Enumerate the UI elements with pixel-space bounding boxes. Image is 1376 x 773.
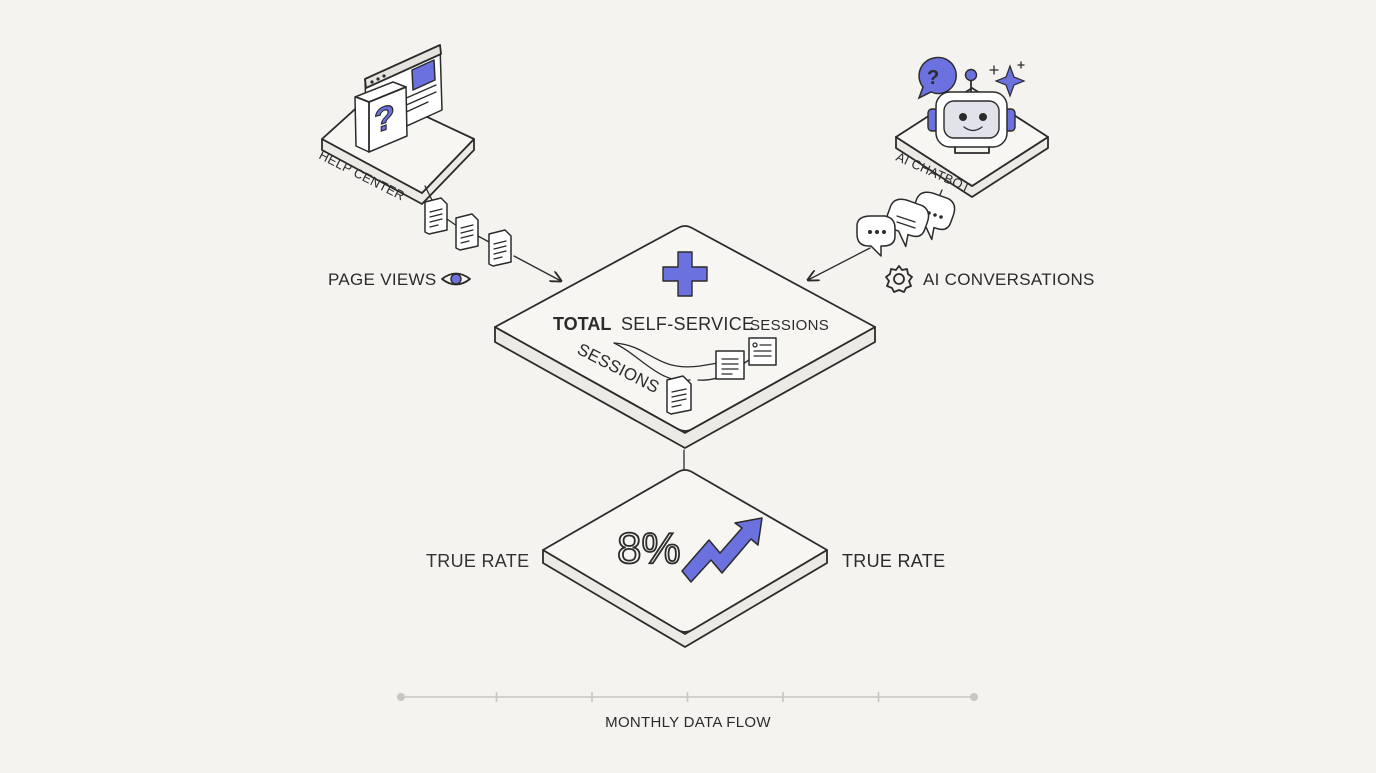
help-center-node: ? HELP CENTER xyxy=(317,44,561,281)
eye-icon xyxy=(441,272,471,286)
true-rate-label-left: TRUE RATE xyxy=(426,551,529,571)
help-book-icon: ? xyxy=(354,44,443,153)
true-rate-platform xyxy=(542,469,828,648)
timeline-label: MONTHLY DATA FLOW xyxy=(605,714,771,731)
total-title-rest: SELF-SERVICE xyxy=(621,314,754,334)
document-icon xyxy=(666,375,692,415)
document-icon xyxy=(455,213,479,251)
document-icon xyxy=(424,197,448,235)
ai-chatbot-node: ? AI CHATBOT xyxy=(808,56,1049,280)
page-views-arrow xyxy=(513,255,561,281)
document-icon xyxy=(488,229,512,267)
total-title-suffix: SESSIONS xyxy=(750,317,829,334)
chat-bubble-icon xyxy=(856,215,896,257)
ai-conversations-label: AI CONVERSATIONS xyxy=(923,270,1095,289)
plus-icon xyxy=(662,251,708,297)
document-icon xyxy=(748,337,777,366)
sparkle-icon xyxy=(989,61,1026,98)
question-bubble-icon: ? xyxy=(917,56,957,100)
timeline-ticks xyxy=(495,692,880,702)
page-views-label: PAGE VIEWS xyxy=(328,270,437,289)
trend-up-arrow-icon xyxy=(681,517,763,583)
total-sessions-platform xyxy=(494,225,876,449)
total-title-bold: TOTAL xyxy=(553,314,611,334)
ai-conversations-arrow xyxy=(808,247,871,280)
document-icon xyxy=(715,350,745,380)
svg-text:?: ? xyxy=(927,67,939,89)
true-rate-label-right: TRUE RATE xyxy=(842,551,945,571)
gear-icon xyxy=(885,265,913,293)
robot-icon xyxy=(927,68,1016,154)
question-mark-glyph: ? xyxy=(374,97,395,142)
rate-value: 8% xyxy=(617,524,681,573)
timeline xyxy=(397,692,978,702)
